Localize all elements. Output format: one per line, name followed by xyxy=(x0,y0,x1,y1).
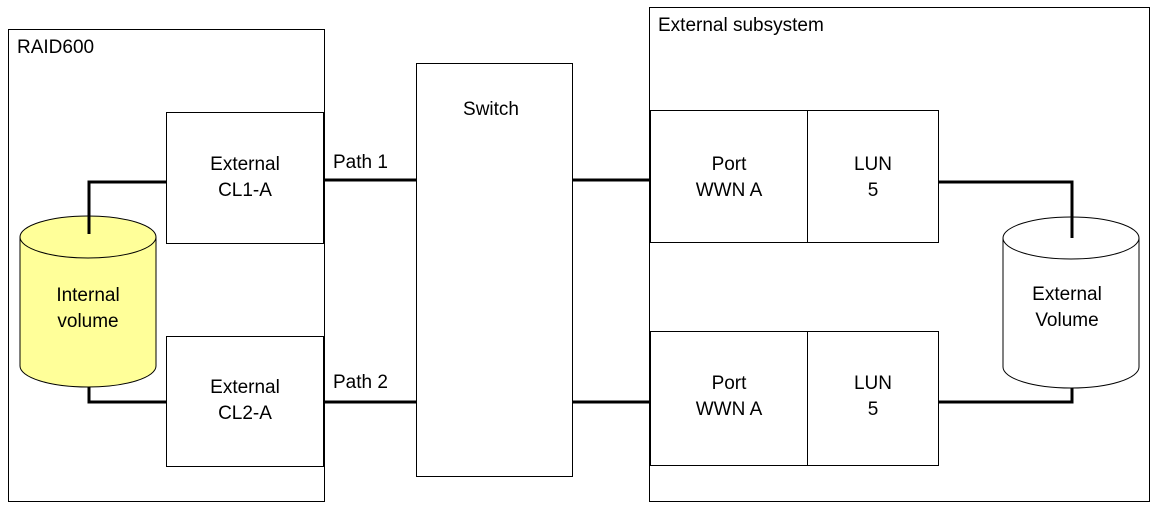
target-port-1-line1: Port xyxy=(712,154,748,175)
external-volume-cylinder xyxy=(1002,216,1140,389)
lun-1-line1: LUN xyxy=(854,154,892,175)
port-cl2a-line1: External xyxy=(210,377,280,398)
switch-label: Switch xyxy=(463,99,519,120)
target-port-1-line2: WWN A xyxy=(696,180,763,201)
external-volume-line1: External xyxy=(1032,284,1102,305)
external-subsystem-title: External subsystem xyxy=(658,15,824,36)
lun-2-line1: LUN xyxy=(854,373,892,394)
path-1-label: Path 1 xyxy=(333,152,388,173)
lun-1-line2: 5 xyxy=(868,180,879,201)
port-cl1a-box xyxy=(166,112,324,244)
port-cl1a-line2: CL1-A xyxy=(218,180,272,201)
port-cl2a-box xyxy=(166,336,324,467)
external-volume-body xyxy=(1002,238,1140,389)
path-2-label: Path 2 xyxy=(333,372,388,393)
external-subsystem-box xyxy=(649,7,1150,502)
switch-box xyxy=(416,63,573,477)
lun-2-line2: 5 xyxy=(868,399,879,420)
lun-2-box xyxy=(807,331,939,466)
internal-volume-line2: volume xyxy=(57,311,118,332)
target-port-1-box xyxy=(650,110,808,243)
raid600-title: RAID600 xyxy=(17,37,94,58)
port-cl2a-line2: CL2-A xyxy=(218,403,272,424)
lun-1-box xyxy=(807,110,939,243)
target-port-2-line1: Port xyxy=(712,373,748,394)
internal-volume-line1: Internal xyxy=(56,285,119,306)
target-port-2-line2: WWN A xyxy=(696,399,763,420)
target-port-2-box xyxy=(650,331,808,466)
connection-lines xyxy=(87,178,1074,404)
external-volume-line2: Volume xyxy=(1035,310,1098,331)
internal-volume-cylinder xyxy=(19,215,157,388)
port-cl1a-line1: External xyxy=(210,154,280,175)
internal-volume-body xyxy=(19,237,157,388)
raid600-box xyxy=(8,29,325,502)
